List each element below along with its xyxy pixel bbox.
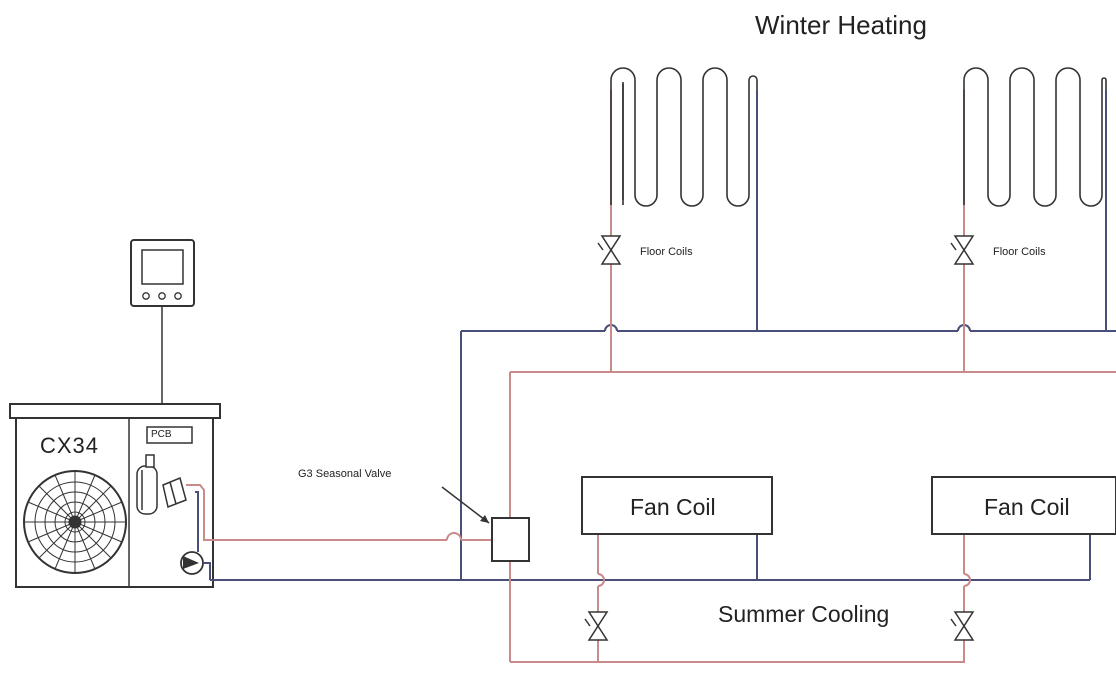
diagram-subtitle: Summer Cooling [718, 601, 890, 627]
fan-coil-2-box [931, 476, 1116, 535]
circulation-pump [180, 551, 204, 575]
fan-coil-2-label: Fan Coil [984, 494, 1070, 520]
floor-coil-1-loops [610, 67, 758, 207]
compressor-assembly [136, 454, 187, 515]
floor-coil-1-label: Floor Coils [640, 246, 693, 258]
valve-pointer [441, 486, 490, 524]
fan-grille [23, 470, 127, 574]
controller [130, 239, 195, 307]
fan-coil-1-valve [584, 611, 609, 641]
fan-coil-1-box [581, 476, 773, 535]
pcb-label: PCB [151, 429, 172, 440]
pcb-box [146, 426, 193, 444]
fan-coil-2-valve [950, 611, 975, 641]
unit-internal-pipes [186, 484, 211, 580]
flow-pipes [210, 90, 1116, 663]
fan-coil-1-label: Fan Coil [630, 494, 716, 520]
seasonal-valve-label: G3 Seasonal Valve [298, 468, 392, 480]
heat-pump-model: CX34 [40, 433, 100, 458]
floor-coil-2-valve [950, 235, 975, 265]
floor-coil-2-label: Floor Coils [993, 246, 1046, 258]
floor-coil-2-loops [963, 67, 1107, 207]
floor-coil-1-valve [597, 235, 622, 265]
seasonal-valve [491, 517, 530, 562]
return-pipes [210, 90, 1116, 581]
valve-pointer-arrowhead [480, 515, 489, 523]
diagram-title: Winter Heating [755, 10, 927, 40]
